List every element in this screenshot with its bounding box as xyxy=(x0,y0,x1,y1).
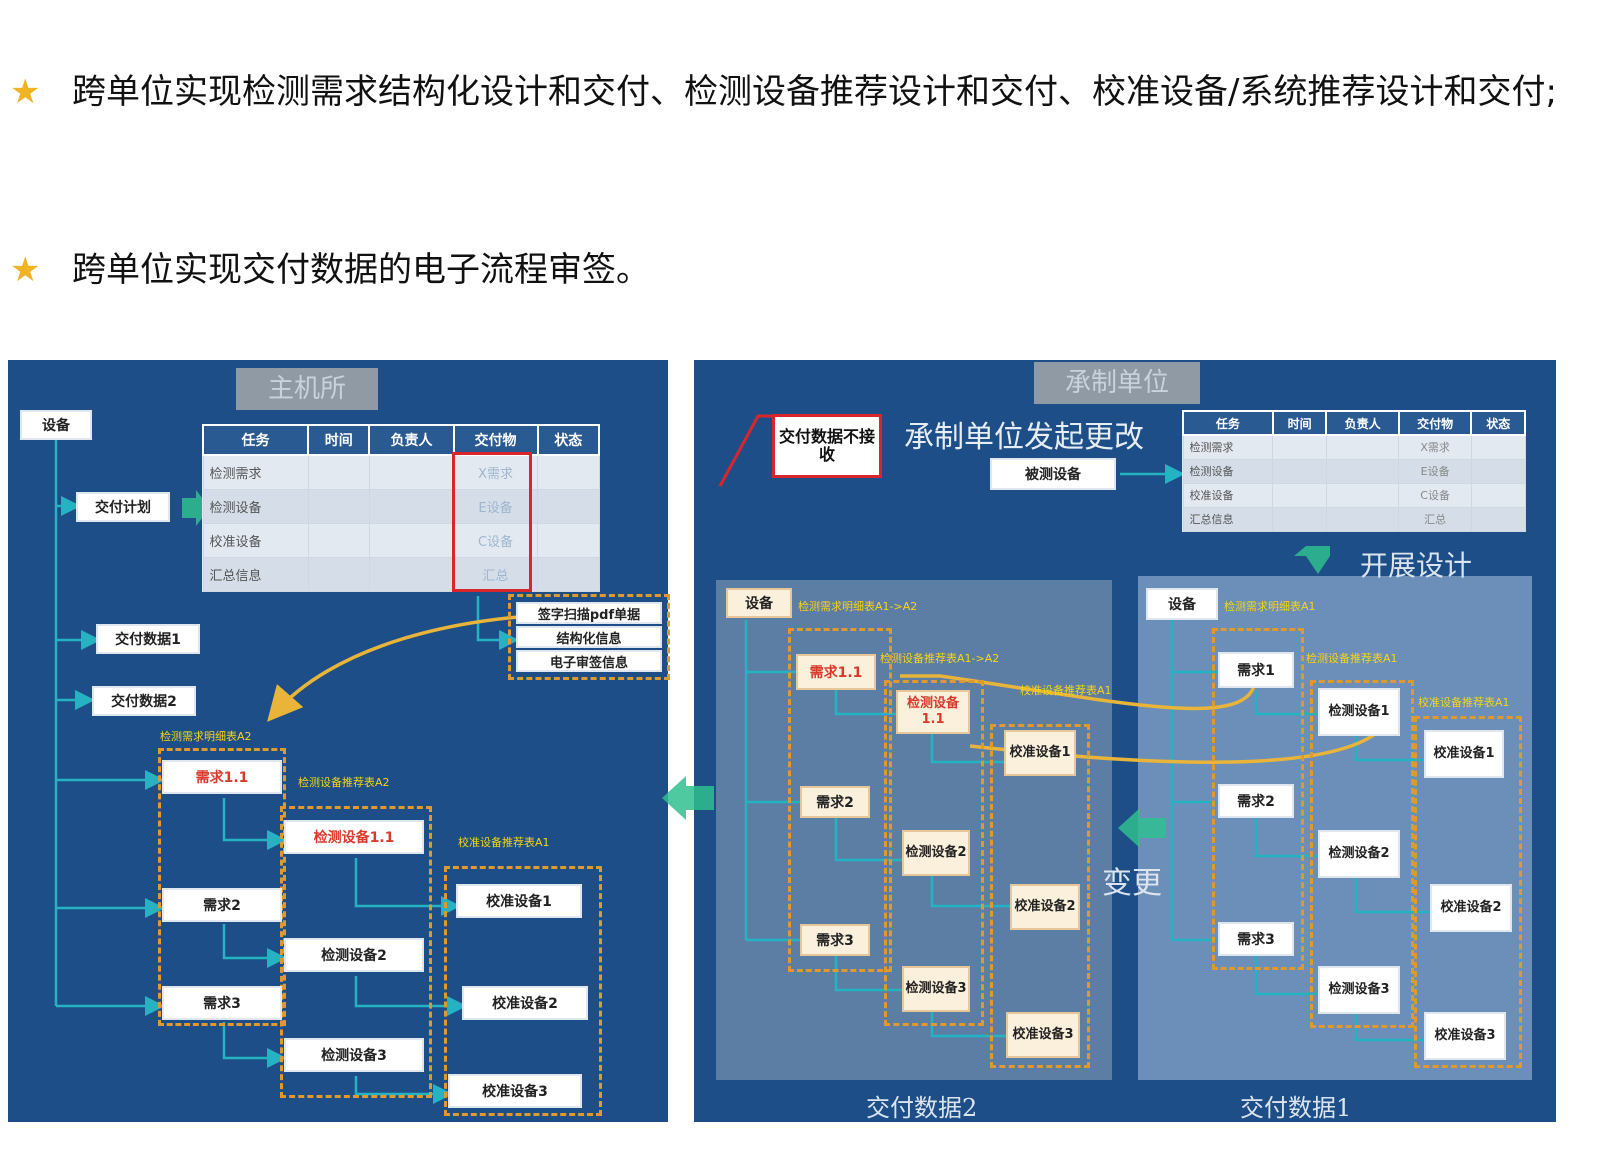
d1-caption: 交付数据1 xyxy=(1240,1094,1352,1122)
cal-table-label: 校准设备推荐表A1 xyxy=(458,836,550,849)
d2-test-device-3[interactable]: 检测设备3 xyxy=(902,966,970,1012)
dev-table-label: 检测设备推荐表A2 xyxy=(298,776,390,789)
d1-test-device-2[interactable]: 检测设备2 xyxy=(1318,830,1400,878)
d2-cal-group xyxy=(990,724,1090,1068)
col-time: 时间 xyxy=(307,424,371,456)
d1-test-device-1[interactable]: 检测设备1 xyxy=(1318,688,1400,736)
deliverable-highlight xyxy=(452,452,532,592)
d2-calibration-device-3[interactable]: 校准设备3 xyxy=(1006,1012,1080,1058)
col-task: 任务 xyxy=(201,424,310,456)
d2-dev-table-label: 检测设备推荐表A1->A2 xyxy=(880,652,1000,665)
host-institute-title: 主机所 xyxy=(236,368,378,410)
test-device-3[interactable]: 检测设备3 xyxy=(284,1038,424,1072)
reject-box: 交付数据不接收 xyxy=(772,414,882,478)
calibration-device-3[interactable]: 校准设备3 xyxy=(448,1074,582,1108)
col-status: 状态 xyxy=(536,424,601,456)
col-deliverable: 交付物 xyxy=(1397,410,1473,436)
delivery-data-1[interactable]: 交付数据1 xyxy=(96,624,200,654)
deliverable-signed-pdf[interactable]: 签字扫描pdf单据 xyxy=(516,602,662,624)
col-owner: 负责人 xyxy=(368,424,455,456)
bullet-text-1: 跨单位实现检测需求结构化设计和交付、检测设备推荐设计和交付、校准设备/系统推荐设… xyxy=(72,72,1557,112)
d1-dev-group xyxy=(1310,680,1414,1028)
d2-test-device-2[interactable]: 检测设备2 xyxy=(902,830,970,876)
d2-device-root[interactable]: 设备 xyxy=(726,588,792,618)
d1-calibration-device-2[interactable]: 校准设备2 xyxy=(1430,884,1512,932)
d2-req-table-label: 检测需求明细表A1->A2 xyxy=(798,600,918,613)
col-deliverable: 交付物 xyxy=(452,424,539,456)
d1-calibration-device-1[interactable]: 校准设备1 xyxy=(1424,730,1504,778)
col-time: 时间 xyxy=(1271,410,1328,436)
d2-calibration-device-2[interactable]: 校准设备2 xyxy=(1010,884,1080,930)
requirement-3[interactable]: 需求3 xyxy=(162,986,282,1020)
d1-test-device-3[interactable]: 检测设备3 xyxy=(1318,966,1400,1014)
d2-test-device-1-1[interactable]: 检测设备1.1 xyxy=(896,690,970,734)
dev-group xyxy=(280,806,432,1098)
d1-cal-group xyxy=(1414,716,1522,1068)
test-device-2[interactable]: 检测设备2 xyxy=(284,938,424,972)
calibration-device-2[interactable]: 校准设备2 xyxy=(462,986,588,1020)
d1-calibration-device-3[interactable]: 校准设备3 xyxy=(1424,1012,1506,1060)
bullet-text-2: 跨单位实现交付数据的电子流程审签。 xyxy=(72,250,650,290)
d1-req-group xyxy=(1212,628,1304,970)
d2-caption: 交付数据2 xyxy=(866,1094,978,1122)
d1-requirement-3[interactable]: 需求3 xyxy=(1218,922,1294,956)
col-status: 状态 xyxy=(1470,410,1526,436)
reject-label: 交付数据不接收 xyxy=(779,421,875,471)
device-root[interactable]: 设备 xyxy=(20,410,92,440)
d2-cal-table-label: 校准设备推荐表A1 xyxy=(1020,684,1112,697)
change-label: 变更 xyxy=(1102,866,1162,901)
d1-requirement-1[interactable]: 需求1 xyxy=(1218,652,1294,688)
d2-requirement-2[interactable]: 需求2 xyxy=(800,786,870,818)
table-row[interactable]: 汇总信息汇总 xyxy=(202,556,600,592)
cal-group xyxy=(444,866,602,1116)
d1-device-root[interactable]: 设备 xyxy=(1146,588,1218,620)
calibration-device-1[interactable]: 校准设备1 xyxy=(456,884,582,918)
device-under-test[interactable]: 被测设备 xyxy=(990,458,1116,490)
d2-dev-group xyxy=(884,680,984,1026)
req-group xyxy=(158,748,286,1026)
d2-requirement-1-1[interactable]: 需求1.1 xyxy=(796,654,876,690)
delivery-plan[interactable]: 交付计划 xyxy=(76,492,170,522)
delivery-data-2[interactable]: 交付数据2 xyxy=(92,686,196,716)
d1-requirement-2[interactable]: 需求2 xyxy=(1218,784,1294,818)
star-icon: ★ xyxy=(10,250,41,290)
col-task: 任务 xyxy=(1182,410,1274,436)
contractor-initiates-change: 承制单位发起更改 xyxy=(904,420,1144,455)
requirement-1-1[interactable]: 需求1.1 xyxy=(162,760,282,794)
star-icon: ★ xyxy=(10,72,41,112)
table-row[interactable]: 汇总信息汇总 xyxy=(1182,506,1526,532)
deliverables-group xyxy=(508,594,670,680)
col-owner: 负责人 xyxy=(1325,410,1400,436)
start-design-label: 开展设计 xyxy=(1360,549,1473,582)
d2-requirement-3[interactable]: 需求3 xyxy=(800,924,870,956)
d1-cal-table-label: 校准设备推荐表A1 xyxy=(1418,696,1510,709)
deliverable-structured-info[interactable]: 结构化信息 xyxy=(516,626,662,648)
test-device-1-1[interactable]: 检测设备1.1 xyxy=(284,820,424,854)
d1-req-table-label: 检测需求明细表A1 xyxy=(1224,600,1316,613)
req-table-label: 检测需求明细表A2 xyxy=(160,730,252,743)
deliverable-e-signature[interactable]: 电子审签信息 xyxy=(516,650,662,672)
contractor-title: 承制单位 xyxy=(1034,362,1200,404)
requirement-2[interactable]: 需求2 xyxy=(162,888,282,922)
d1-dev-table-label: 检测设备推荐表A1 xyxy=(1306,652,1398,665)
d2-req-group xyxy=(788,628,892,972)
d2-calibration-device-1[interactable]: 校准设备1 xyxy=(1004,730,1076,776)
